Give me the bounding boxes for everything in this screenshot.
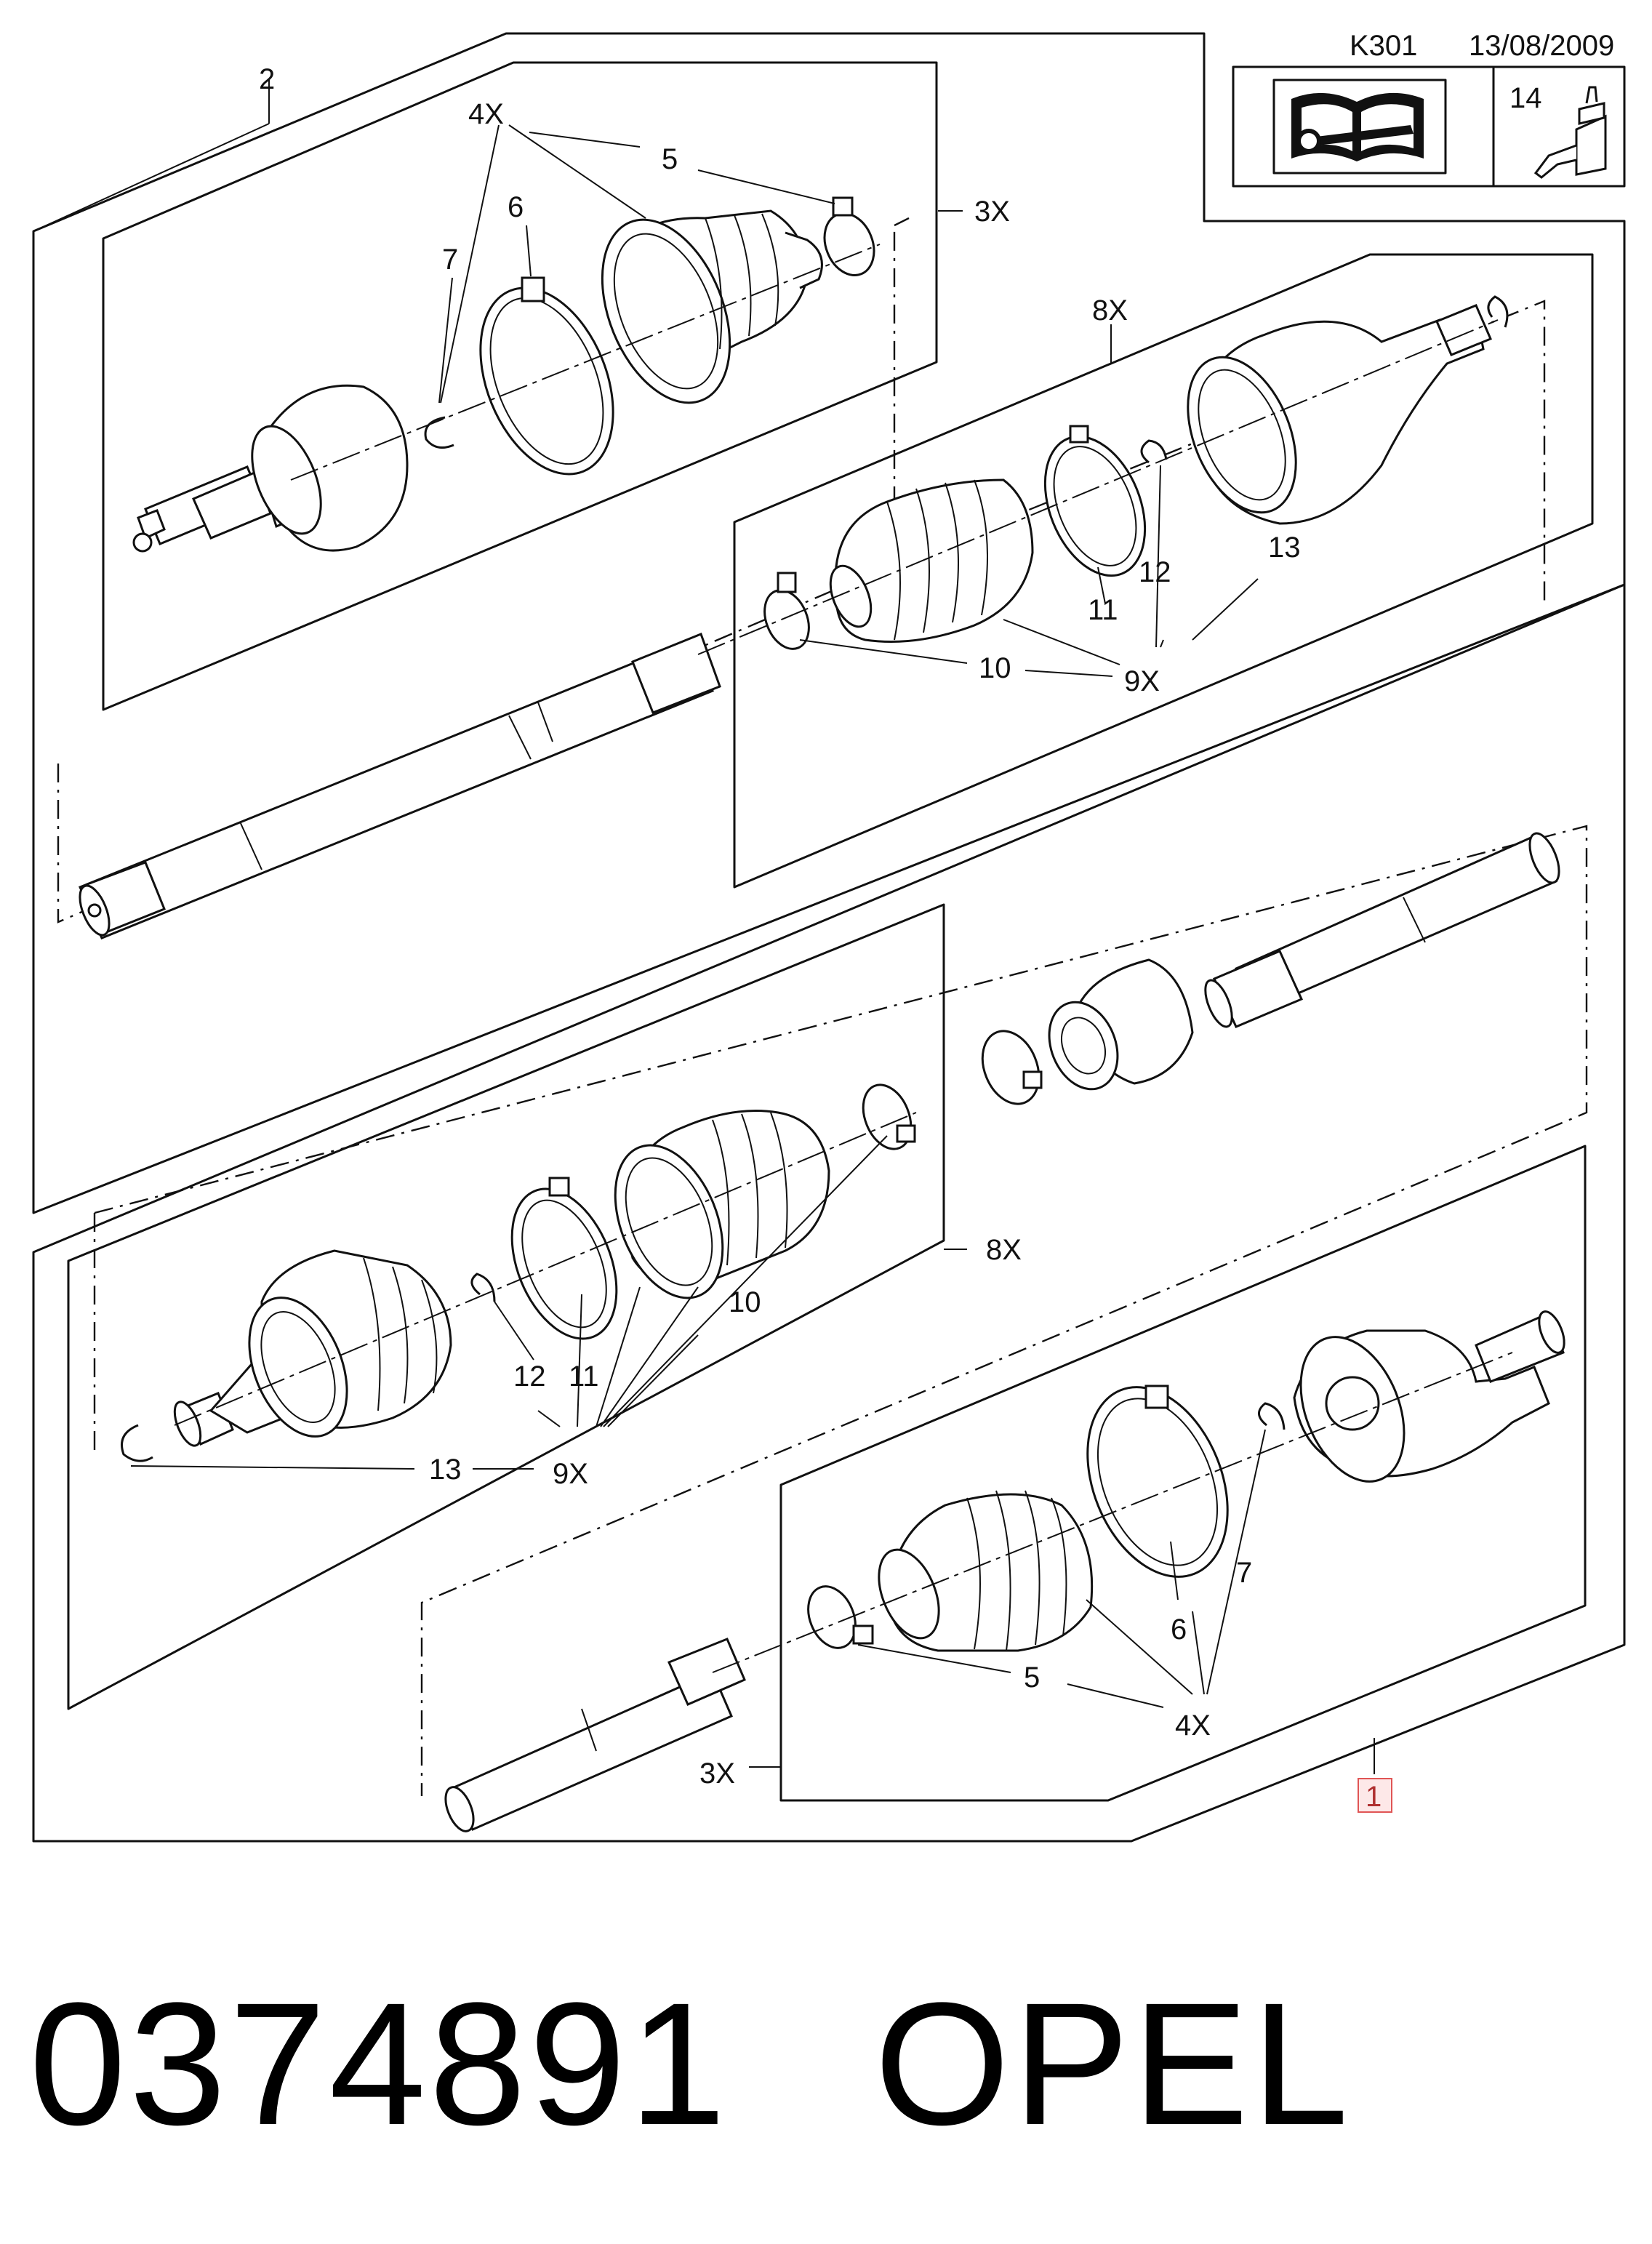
- callout-8x-top: 8X: [1092, 294, 1128, 326]
- open-book-wrench-icon: [1272, 79, 1447, 175]
- upper-shaft-frame: [32, 32, 1626, 1214]
- sealant-tube-icon: [1533, 86, 1607, 179]
- callout-12-middle: 12: [513, 1361, 546, 1393]
- callout-assembly-1: 1: [1366, 1781, 1382, 1813]
- lower-shaft-frame: [32, 583, 1626, 1843]
- part-footer: 0374891 OPEL: [29, 1963, 1352, 2181]
- brand-name: OPEL: [874, 1966, 1352, 2161]
- callout-4x-bottom: 4X: [1175, 1710, 1211, 1742]
- callout-12-top: 12: [1139, 556, 1171, 588]
- page-ref: 14: [1509, 82, 1542, 114]
- inner-joint-parts-middle: [121, 1110, 830, 1462]
- callout-5-top: 5: [662, 143, 678, 175]
- outer-joint-parts-bottom: [807, 1310, 1565, 1652]
- drive-shaft-lower: [444, 1638, 746, 1832]
- callout-4x-top: 4X: [468, 98, 504, 130]
- part-number: 0374891: [29, 1966, 729, 2161]
- callout-7-bottom: 7: [1236, 1557, 1252, 1589]
- inner-joint-parts-top: [763, 295, 1509, 650]
- inner-joint-kit-frame-top: [733, 253, 1594, 889]
- drive-shaft-upper: [79, 633, 721, 939]
- inner-joint-kit-frame-middle: [67, 903, 945, 1710]
- callout-10-middle: 10: [729, 1286, 761, 1318]
- callout-9x-middle: 9X: [553, 1458, 588, 1490]
- assembly-1-marker[interactable]: [1358, 1778, 1392, 1813]
- header-block: K301 13/08/2009 14: [1232, 30, 1626, 188]
- circlip-7-top: [424, 416, 454, 449]
- callout-3x-bottom: 3X: [699, 1758, 735, 1790]
- callout-6-top: 6: [508, 191, 524, 223]
- callout-6-bottom: 6: [1171, 1614, 1187, 1646]
- callout-13-middle: 13: [429, 1454, 462, 1486]
- callout-assembly-2: 2: [259, 63, 275, 95]
- outer-boot-top: [601, 209, 823, 404]
- callout-11-top: 11: [1088, 594, 1118, 626]
- callout-10-top: 10: [979, 652, 1011, 684]
- callout-13-top: 13: [1268, 532, 1301, 564]
- outer-joint-kit-frame-top: [102, 61, 938, 711]
- callout-9x-top: 9X: [1124, 665, 1160, 697]
- sheet-code: K301: [1350, 30, 1417, 62]
- clamp-ring-6-top: [479, 276, 614, 476]
- callout-5-bottom: 5: [1024, 1662, 1040, 1694]
- sheet-date: 13/08/2009: [1469, 30, 1614, 62]
- callout-7-top: 7: [442, 244, 458, 276]
- outer-joint-kit-frame-bottom: [779, 1145, 1587, 1802]
- drive-shaft-middle: [862, 832, 1560, 1150]
- callout-8x-middle: 8X: [986, 1234, 1022, 1266]
- header-frame: [1232, 65, 1626, 188]
- clamp-5-top: [823, 196, 875, 277]
- callout-11-middle: 11: [569, 1361, 599, 1393]
- outer-cv-joint-top: [132, 384, 409, 553]
- callout-3x-top: 3X: [974, 196, 1010, 228]
